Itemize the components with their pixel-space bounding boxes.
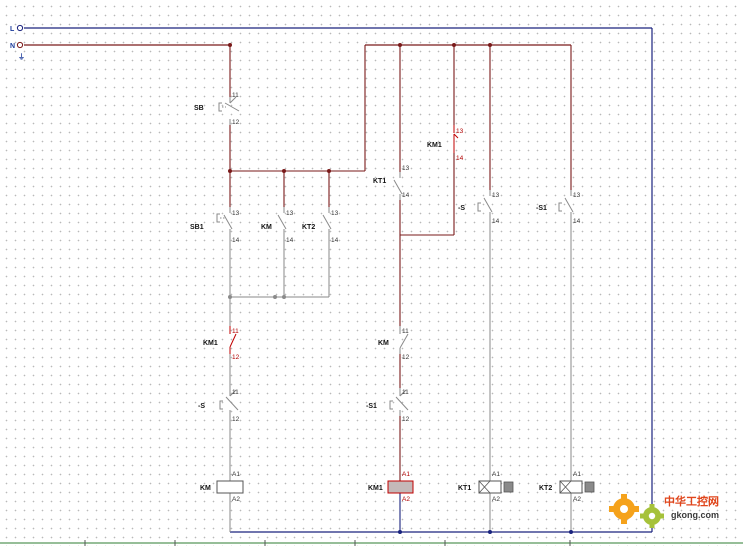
s1-nc-terminal-2: 12 [402,416,410,423]
s-nc-contact[interactable]: -S 11 12 [198,388,240,423]
km-interlock-terminal-1: 11 [402,328,409,335]
sb1-terminal-1: 13 [232,210,240,217]
km1-interlock-label: KM1 [203,340,218,347]
neutral-terminal-label: L [10,26,15,33]
s1-nc-label: -S1 [366,403,377,410]
kt1-contact: KT1 13 14 [373,165,410,200]
kt2-contact: KT2 13 14 [302,207,339,244]
s-nc-terminal-2: 12 [232,416,240,423]
km1-interlock-terminal-2: 12 [232,354,240,361]
km1-seal-terminal-2: 14 [456,155,464,162]
s-nc-terminal-1: 11 [232,389,239,396]
km1-interlock-contact: KM1 11 12 [203,326,240,361]
kt1-coil-label: KT1 [458,485,471,492]
km-coil-label: KM [200,485,211,492]
km1-interlock-terminal-1: 11 [232,328,239,335]
km1-seal-label: KM1 [427,142,442,149]
km-coil-terminal-a1: A1 [232,471,240,478]
km1-seal-contact: KM1 13 14 [427,125,464,162]
sb-terminal-1: 11 [232,92,239,99]
km-coil: KM A1 A2 [200,471,244,503]
column-3-4-wiring [489,45,572,532]
s-no-terminal-1: 13 [492,192,500,199]
line-terminal-label: N [10,43,15,50]
watermark-url: gkong.com [671,510,719,520]
sb1-terminal-2: 14 [232,237,240,244]
km-seal-label: KM [261,224,272,231]
kt2-coil-terminal-a2: A2 [573,496,581,503]
kt1-timer-coil: KT1 A1 A2 [458,471,514,503]
watermark-site-name: 中华工控网 [664,494,719,508]
sb1-start-button[interactable]: SB1 13 14 [190,207,240,244]
km-seal-contact: KM 13 14 [261,207,294,244]
gkong-watermark: 中华工控网 gkong.com [609,494,719,528]
supply-rails: L N ⏚ [10,24,653,533]
s1-no-label: -S1 [536,205,547,212]
kt2-contact-label: KT2 [302,224,315,231]
kt2-timer-coil: KT2 A1 A2 [539,471,595,503]
sb1-label: SB1 [190,224,204,231]
kt2-contact-terminal-1: 13 [331,210,339,217]
kt2-coil-terminal-a1: A1 [573,471,581,478]
s-nc-label: -S [198,403,205,410]
km-seal-terminal-1: 13 [286,210,294,217]
km1-coil-terminal-a1: A1 [402,471,410,478]
km1-seal-terminal-1: 13 [456,128,464,135]
kt2-contact-terminal-2: 14 [331,237,339,244]
s-no-contact[interactable]: -S 13 14 [458,190,500,225]
kt1-coil-terminal-a2: A2 [492,496,500,503]
sb-terminal-2: 12 [232,119,240,126]
column-2-wiring [399,45,455,532]
sb-label: SB [194,105,204,112]
km1-coil-terminal-a2: A2 [402,496,410,503]
junction-dots [228,43,573,534]
pe-icon: ⏚ [18,53,25,61]
bottom-ruler [0,540,743,546]
kt1-coil-terminal-a1: A1 [492,471,500,478]
sb-stop-button[interactable]: SB 11 12 [194,92,240,126]
km1-coil: KM1 A1 A2 [368,471,414,503]
column-1-wiring [229,45,366,532]
s1-no-terminal-1: 13 [573,192,581,199]
km-coil-terminal-a2: A2 [232,496,240,503]
s1-nc-contact[interactable]: -S1 11 12 [366,388,410,423]
kt2-coil-label: KT2 [539,485,552,492]
km-interlock-terminal-2: 12 [402,354,410,361]
km-seal-terminal-2: 14 [286,237,294,244]
s-no-terminal-2: 14 [492,218,500,225]
km-interlock-label: KM [378,340,389,347]
km1-coil-label: KM1 [368,485,383,492]
s1-no-contact[interactable]: -S1 13 14 [536,190,581,225]
s1-no-terminal-2: 14 [573,218,581,225]
s1-nc-terminal-1: 11 [402,389,409,396]
kt1-contact-terminal-1: 13 [402,165,410,172]
kt1-contact-label: KT1 [373,178,386,185]
gear-icon [609,494,664,528]
s-no-label: -S [458,205,465,212]
km-interlock-contact: KM 11 12 [378,326,410,361]
kt1-contact-terminal-2: 14 [402,192,410,199]
